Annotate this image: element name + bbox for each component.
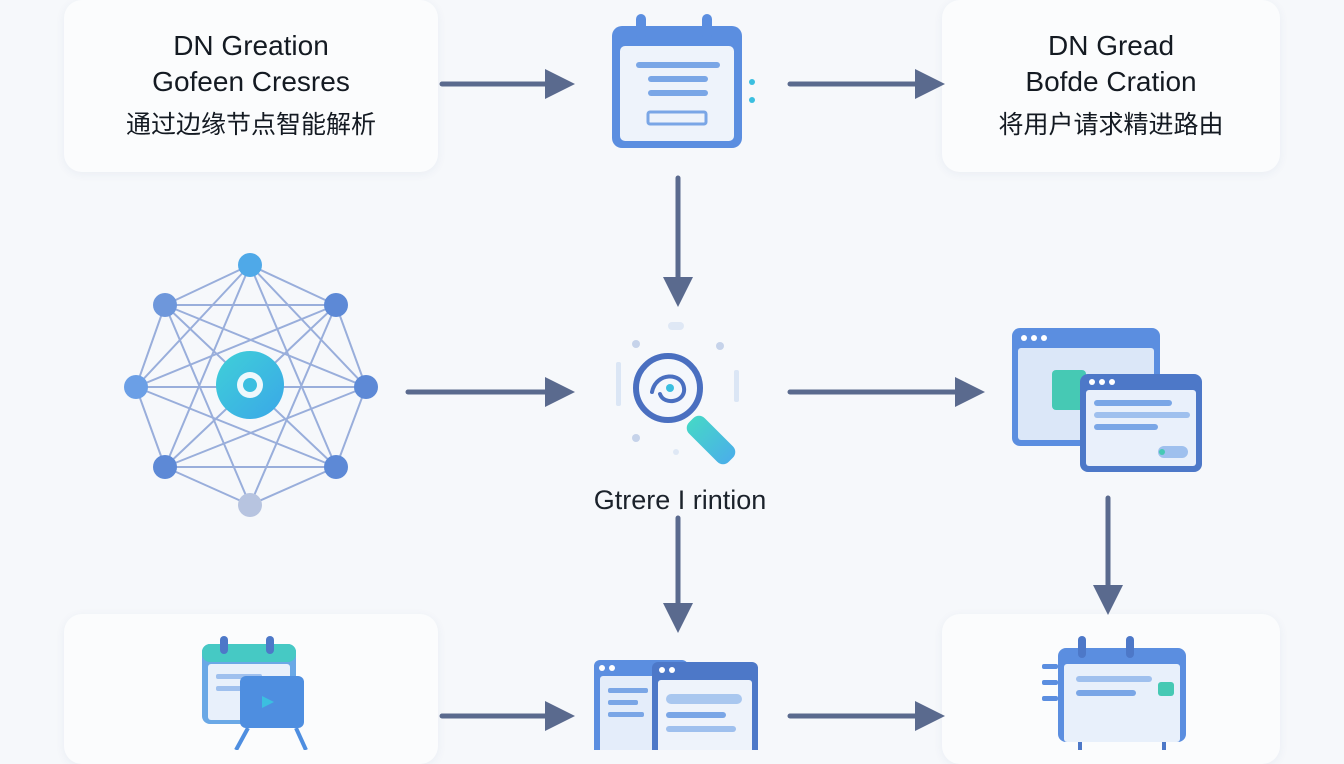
top-left-card: DN Greation Gofeen Cresres 通过边缘节点智能解析 — [64, 0, 438, 172]
bottom-right-calendar-icon — [1042, 636, 1186, 750]
top-right-card-subtitle: Bofde Cration — [1025, 66, 1197, 97]
top-left-card-subtitle: Gofeen Cresres — [152, 66, 350, 97]
browser-windows-icon — [1012, 328, 1202, 472]
network-hub-icon — [124, 253, 378, 517]
arrows — [405, 69, 1123, 731]
calendar-document-icon — [612, 14, 755, 148]
top-right-card: DN Gread Bofde Cration 将用户请求精进路由 — [942, 0, 1280, 172]
top-right-card-title: DN Gread — [1047, 30, 1175, 61]
center-caption: Gtrere I rintion — [593, 485, 767, 515]
top-left-card-description: 通过边缘节点智能解析 — [125, 111, 376, 139]
search-magnifier-icon — [616, 322, 739, 465]
bottom-left-calendar-icon — [202, 636, 308, 750]
bottom-center-windows-icon — [594, 660, 758, 750]
top-left-card-title: DN Greation — [173, 30, 329, 61]
top-right-card-description: 将用户请求精进路由 — [998, 111, 1224, 139]
